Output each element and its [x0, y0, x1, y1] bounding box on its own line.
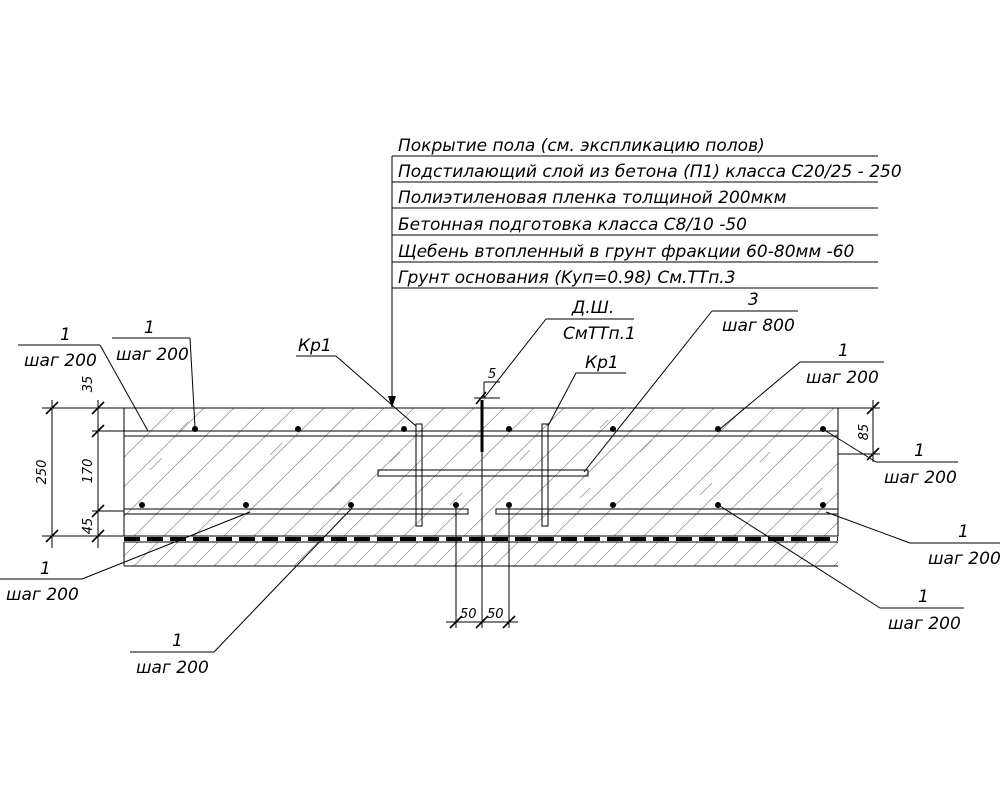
layer-5-text: Щебень втопленный в грунт фракции 60-80м… — [398, 242, 854, 262]
callout-joint-ref: СмТТп.1 — [563, 324, 636, 344]
callouts: 1 шаг 200 1 шаг 200 Кр1 Д.Ш. СмТТп.1 Кр1… — [0, 290, 1001, 678]
callout-tl-outer-step: шаг 200 — [24, 351, 97, 371]
bottom-dimension: 50 50 — [446, 452, 518, 629]
callout-3-mark: 3 — [748, 290, 759, 310]
callout-tl-inner-step: шаг 200 — [116, 345, 189, 365]
dim-45: 45 — [81, 518, 96, 535]
callout-rm-mark: 1 — [958, 522, 969, 542]
left-dimensions: 250 35 170 45 — [35, 376, 124, 548]
layer-1-text: Покрытие пола (см. экспликацию полов) — [398, 136, 765, 156]
callout-kp1-left: Кр1 — [298, 336, 332, 356]
callout-rl-step: шаг 200 — [888, 614, 961, 634]
dim-5: 5 — [488, 367, 496, 382]
dim-50-right: 50 — [487, 607, 504, 622]
joint-dimension: 5 — [474, 367, 500, 405]
callout-ru-mark: 1 — [914, 441, 925, 461]
callout-joint-mark: Д.Ш. — [571, 298, 614, 318]
rebar-dots — [139, 426, 826, 508]
callout-tr-step: шаг 200 — [806, 368, 879, 388]
dim-35: 35 — [81, 376, 96, 393]
dim-50-left: 50 — [460, 607, 477, 622]
callout-bm-mark: 1 — [172, 631, 183, 651]
callout-tr-mark: 1 — [838, 341, 849, 361]
layer-4-text: Бетонная подготовка класса С8/10 -50 — [398, 215, 747, 235]
dim-85: 85 — [857, 424, 872, 441]
layer-legend: Покрытие пола (см. экспликацию полов) По… — [388, 136, 902, 408]
base-layer — [123, 541, 838, 567]
callout-bm-step: шаг 200 — [136, 658, 209, 678]
callout-bl-mark: 1 — [40, 559, 51, 579]
layer-3-text: Полиэтиленовая пленка толщиной 200мкм — [398, 188, 787, 208]
callout-tl-inner-mark: 1 — [144, 318, 155, 338]
callout-kp1-right: Кр1 — [585, 353, 619, 373]
concrete-slab — [123, 400, 839, 537]
callout-3-step: шаг 800 — [722, 316, 795, 336]
layer-6-text: Грунт основания (Kуп=0.98) См.ТТп.3 — [398, 268, 736, 288]
callout-rm-step: шаг 200 — [928, 549, 1001, 569]
callout-tl-outer-mark: 1 — [60, 325, 71, 345]
callout-ru-step: шаг 200 — [884, 468, 957, 488]
dim-170: 170 — [81, 459, 96, 484]
right-dimension: 85 — [838, 400, 880, 462]
slab-hatch — [124, 408, 838, 536]
dim-250: 250 — [35, 460, 50, 485]
callout-rl-mark: 1 — [918, 587, 929, 607]
callout-bl-step: шаг 200 — [6, 585, 79, 605]
layer-2-text: Подстилающий слой из бетона (П1) класса … — [398, 162, 902, 182]
